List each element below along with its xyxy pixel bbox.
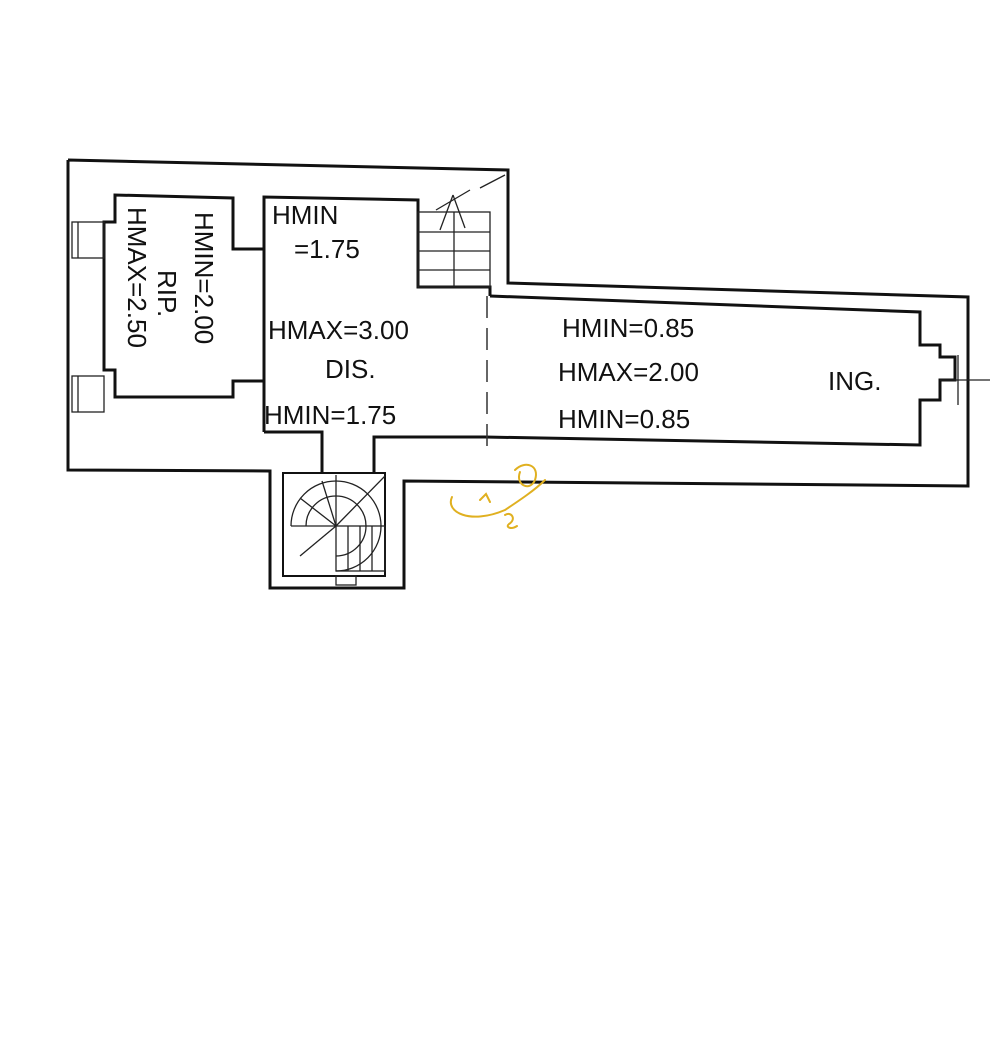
signature — [449, 463, 546, 529]
rip-room-wall — [102, 193, 264, 399]
window-left-top — [71, 221, 105, 259]
ing-hmin-bottom-label: HMIN=0.85 — [558, 404, 690, 434]
dis-hmin-top-label: HMIN — [272, 200, 338, 230]
dis-hmin-bottom-label: HMIN=1.75 — [264, 400, 396, 430]
dis-hmax-label: HMAX=3.00 — [268, 315, 409, 345]
stair-straight — [417, 174, 506, 288]
rip-hmin-label: HMIN=2.00 — [189, 212, 219, 344]
ing-name-label: ING. — [828, 366, 881, 396]
window-left-bottom — [71, 375, 105, 413]
ing-hmax-label: HMAX=2.00 — [558, 357, 699, 387]
dis-name-label: DIS. — [325, 354, 376, 384]
ing-hmin-top-label: HMIN=0.85 — [562, 313, 694, 343]
rip-hmax-label: HMAX=2.50 — [122, 207, 152, 348]
stair-spiral — [282, 472, 386, 586]
dis-hmin-top-value: =1.75 — [294, 234, 360, 264]
outer-wall — [66, 158, 970, 590]
dis-bottom-wall — [264, 430, 324, 473]
rip-name-label: RIP. — [152, 270, 182, 317]
